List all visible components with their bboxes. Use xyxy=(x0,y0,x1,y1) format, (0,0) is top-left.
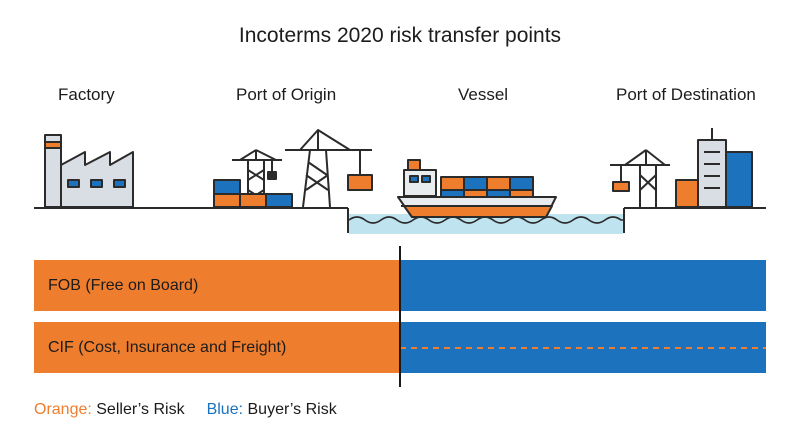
port-cranes-icon xyxy=(213,129,373,208)
legend-seller-key: Orange: xyxy=(34,401,92,418)
cif-seller-segment xyxy=(34,322,400,373)
legend-seller-text: Seller’s Risk xyxy=(91,401,185,418)
diagram-title: Incoterms 2020 risk transfer points xyxy=(238,24,562,47)
fob-label: FOB (Free on Board) xyxy=(48,277,199,294)
fob-buyer-segment xyxy=(400,260,766,311)
legend-buyer-key: Blue: xyxy=(206,401,244,418)
city-port-icon xyxy=(610,128,753,208)
location-label-vessel: Vessel xyxy=(458,85,509,104)
cif-bar xyxy=(34,322,766,373)
location-label-port-of-destination: Port of Destination xyxy=(616,85,756,104)
fob-bar xyxy=(34,260,766,311)
legend-buyer-text: Buyer’s Risk xyxy=(243,401,337,418)
factory-icon xyxy=(44,134,134,208)
location-label-factory: Factory xyxy=(58,85,115,104)
cif-label: CIF (Cost, Insurance and Freight) xyxy=(48,339,287,356)
legend: Orange: Seller’s Risk Blue: Buyer’s Risk xyxy=(34,401,337,419)
fob-seller-segment xyxy=(34,260,400,311)
container-ship-icon xyxy=(397,159,557,218)
location-label-port-of-origin: Port of Origin xyxy=(236,85,337,104)
